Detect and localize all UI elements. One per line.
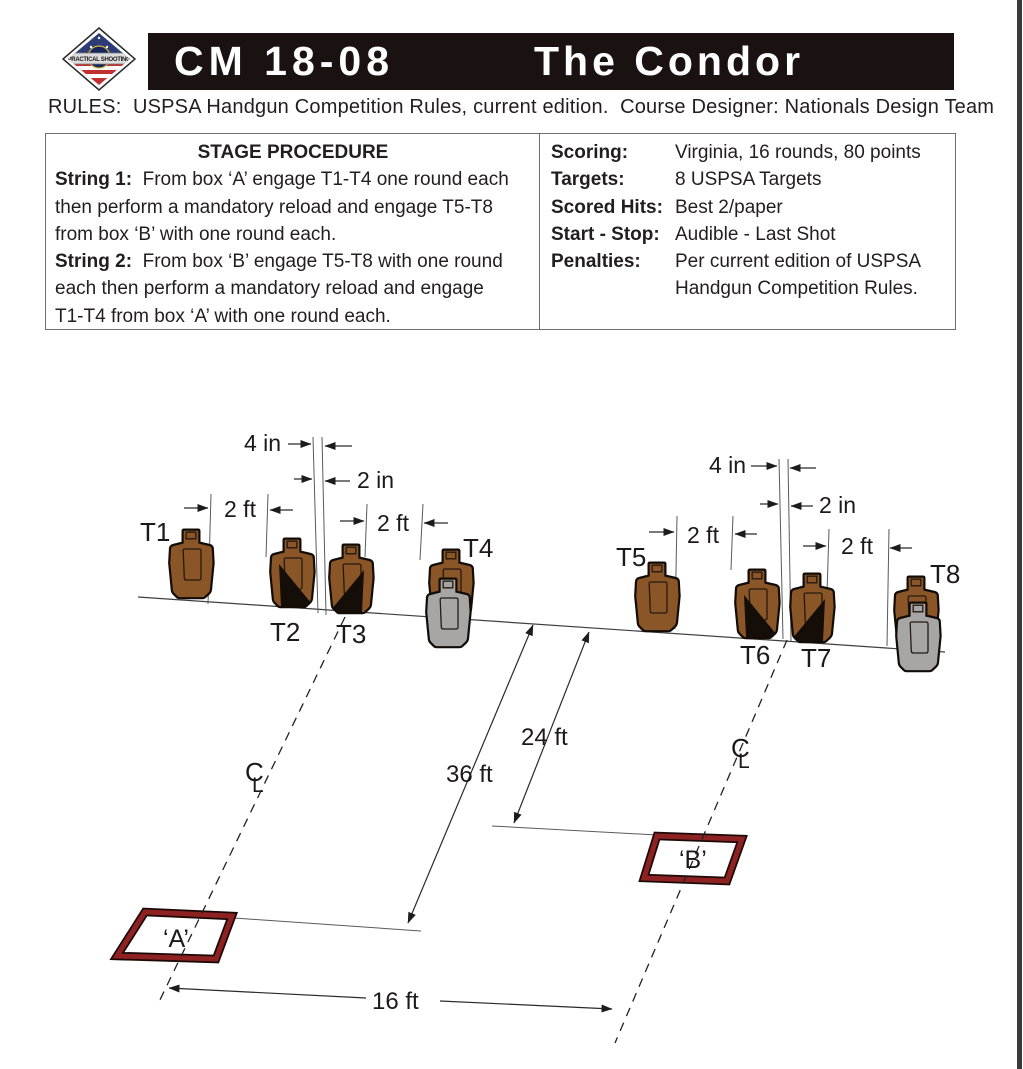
label-2in-left: 2 in	[357, 467, 394, 493]
label-box-a: ‘A’	[163, 925, 189, 953]
scoring-row: Scoring:Virginia, 16 rounds, 80 points	[551, 142, 921, 163]
target-t6-hardcover	[735, 570, 779, 639]
label-4in-left: 4 in	[244, 430, 281, 456]
label-t3: T3	[336, 619, 366, 649]
scored-hits-row: Scored Hits:Best 2/paper	[551, 196, 783, 218]
target-t5	[635, 563, 679, 632]
shooting-box-a	[109, 907, 239, 964]
target-t2-hardcover	[270, 539, 314, 608]
label-2ft-right-1: 2 ft	[687, 522, 720, 548]
stage-name: The Condor	[534, 38, 805, 84]
procedure-string1-line3: from box ‘B’ with one round each.	[55, 223, 337, 245]
start-stop-row: Start - Stop:Audible - Last Shot	[551, 223, 836, 245]
dimension-16ft	[168, 984, 613, 1013]
label-2ft-right-2: 2 ft	[841, 533, 874, 559]
centerline-left	[156, 616, 346, 1007]
stage-procedure-cell: STAGE PROCEDURE String 1: From box ‘A’ e…	[46, 134, 540, 329]
centerline-symbol-left: C L	[245, 757, 264, 797]
scoring-info-cell: Scoring:Virginia, 16 rounds, 80 points T…	[540, 134, 955, 329]
label-t4: T4	[463, 533, 493, 563]
dimension-arrows-right	[649, 462, 912, 552]
title-bar: CM 18-08 The Condor	[148, 33, 954, 90]
label-2ft-left-1: 2 ft	[224, 496, 257, 522]
label-24ft: 24 ft	[521, 724, 568, 751]
shooting-box-b	[638, 831, 748, 886]
svg-text:C: C	[731, 733, 750, 763]
label-2ft-left-2: 2 ft	[377, 510, 410, 536]
label-2in-right: 2 in	[819, 492, 856, 518]
svg-text:L: L	[738, 750, 750, 773]
dimension-extension-lines-left	[207, 436, 424, 616]
svg-text:PRACTICAL SHOOTING: PRACTICAL SHOOTING	[68, 57, 131, 63]
svg-text:L: L	[252, 774, 264, 797]
label-t1: T1	[140, 517, 170, 547]
label-t8: T8	[930, 559, 960, 589]
stage-procedure-heading: STAGE PROCEDURE	[197, 142, 389, 163]
label-4in-right: 4 in	[709, 452, 746, 478]
centerline-symbol-right: C L	[731, 733, 750, 773]
dimension-36ft	[233, 624, 534, 932]
label-t7: T7	[801, 643, 831, 673]
label-box-b: ‘B’	[679, 846, 707, 874]
label-t2: T2	[270, 617, 300, 647]
targets-row: Targets:8 USPSA Targets	[551, 169, 822, 191]
label-16ft: 16 ft	[372, 988, 419, 1015]
procedure-string2-line3: T1-T4 from box ‘A’ with one round each.	[55, 305, 391, 327]
target-t7-hardcover	[790, 574, 835, 643]
label-36ft: 36 ft	[446, 761, 493, 788]
label-t6: T6	[740, 640, 770, 670]
procedure-string2-line1: String 2: From box ‘B’ engage T5-T8 with…	[55, 251, 503, 273]
svg-text:C: C	[245, 757, 264, 787]
penalties-row-continuation: Handgun Competition Rules.	[675, 278, 918, 300]
label-t5: T5	[616, 542, 646, 572]
procedure-string2-line2: each then perform a mandatory reload and…	[55, 278, 484, 300]
string1-label: String 1:	[55, 169, 133, 191]
uspsa-logo: PRACTICAL SHOOTING	[62, 27, 136, 91]
course-code: CM 18-08	[174, 38, 395, 84]
target-t1	[169, 530, 213, 599]
target-t3-hardcover	[329, 545, 374, 614]
page-right-border	[1017, 0, 1022, 1069]
procedure-string1-line2: then perform a mandatory reload and enga…	[55, 196, 493, 218]
penalties-row: Penalties:Per current edition of USPSA	[551, 251, 922, 273]
dimension-arrows-left	[184, 440, 448, 527]
procedure-string1-line1: String 1: From box ‘A’ engage T1-T4 one …	[55, 169, 509, 191]
rules-line: RULES: USPSA Handgun Competition Rules, …	[48, 96, 995, 118]
stage-info-box: STAGE PROCEDURE String 1: From box ‘A’ e…	[45, 133, 956, 330]
string2-label: String 2:	[55, 251, 133, 273]
